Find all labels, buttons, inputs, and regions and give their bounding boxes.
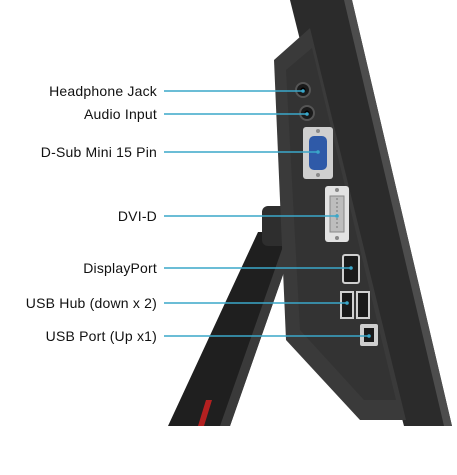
leader-usb-port-up-end [367,334,371,338]
usb-hub-port-1 [340,291,354,319]
leader-headphone-jack-end [301,89,305,93]
label-displayport: DisplayPort [83,260,157,276]
label-headphone-jack: Headphone Jack [49,83,157,99]
leader-displayport-end [349,266,353,270]
label-usb-port-up: USB Port (Up x1) [45,328,157,344]
label-dsub-mini-15-pin: D-Sub Mini 15 Pin [40,144,157,160]
monitor-edge-highlight [344,0,452,426]
usb-hub-port-2 [356,291,370,319]
stand-accent-red [198,400,212,426]
leader-dsub-end [316,150,320,154]
label-dvi-d: DVI-D [117,208,157,224]
leader-dvi-d-end [335,214,339,218]
leader-audio-input-end [305,112,309,116]
label-audio-input: Audio Input [83,106,157,122]
monitor-back-panel [290,0,452,426]
label-usb-hub: USB Hub (down x 2) [25,295,157,311]
stand-leg-front [168,232,298,426]
leader-usb-hub-end [345,301,349,305]
stand-leg-front-edge [220,232,298,426]
leader-lines [164,89,371,338]
